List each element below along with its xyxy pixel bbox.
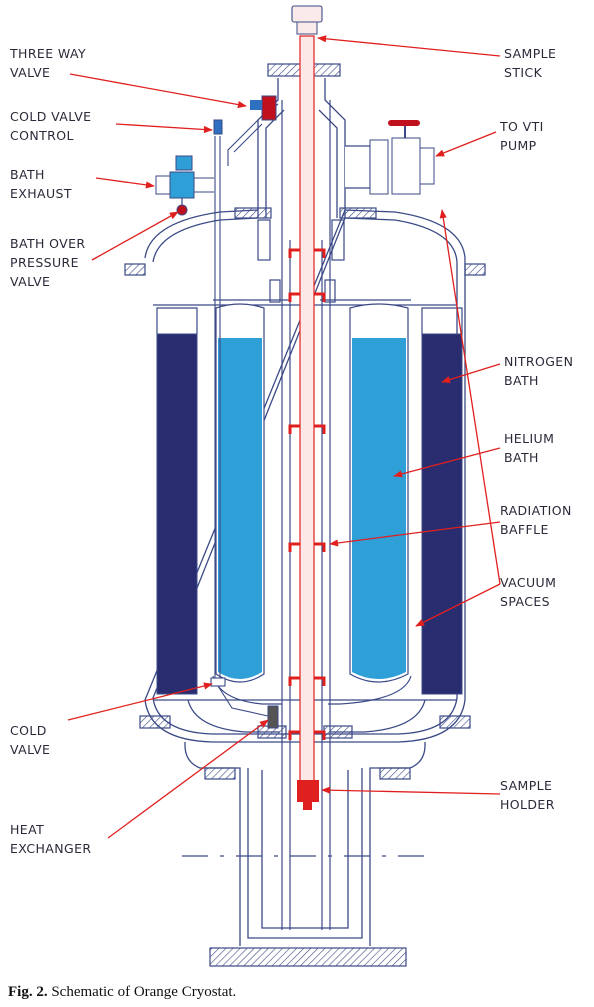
label-line: SPACES: [500, 594, 550, 609]
nitrogen-vessel-walls: [156, 307, 463, 334]
label-line: BAFFLE: [500, 522, 549, 537]
label-line: STICK: [504, 65, 543, 80]
label-line: VACUUM: [500, 575, 556, 590]
caption-text: Schematic of Orange Cryostat.: [51, 984, 237, 1000]
nitrogen-bath-right: [421, 333, 463, 695]
label-bath-over-pressure-valve: BATH OVER PRESSURE VALVE: [10, 236, 86, 289]
label-line: VALVE: [10, 274, 50, 289]
label-line: VALVE: [10, 65, 50, 80]
label-line: SAMPLE: [504, 46, 556, 61]
label-sample-stick: SAMPLE STICK: [504, 46, 556, 80]
label-line: VALVE: [10, 742, 50, 757]
vti-pump-valve: [345, 120, 435, 195]
label-line: RADIATION: [500, 503, 572, 518]
label-line: HOLDER: [500, 797, 555, 812]
label-line: COLD VALVE: [10, 109, 91, 124]
label-cold-valve-control: COLD VALVE CONTROL: [10, 109, 91, 143]
label-nitrogen-bath: NITROGEN BATH: [504, 354, 573, 388]
label-helium-bath: HELIUM BATH: [504, 431, 554, 465]
vti-tube: [281, 100, 331, 930]
label-line: PUMP: [500, 138, 537, 153]
helium-bath: [215, 303, 409, 683]
label-line: COLD: [10, 723, 47, 738]
label-line: SAMPLE: [500, 778, 552, 793]
figure-number: Fig. 2.: [8, 984, 48, 1000]
label-line: NITROGEN: [504, 354, 573, 369]
three-way-valve: [227, 95, 279, 166]
label-line: BATH: [10, 167, 45, 182]
figure-caption: Fig. 2. Schematic of Orange Cryostat.: [8, 984, 236, 1001]
label-line: BATH OVER: [10, 236, 86, 251]
label-line: CONTROL: [10, 128, 74, 143]
label-to-vti-pump: TO VTI PUMP: [499, 119, 544, 153]
label-bath-exhaust: BATH EXHAUST: [10, 167, 72, 201]
label-line: THREE WAY: [9, 46, 86, 61]
cryostat-schematic: THREE WAY VALVE COLD VALVE CONTROL BATH …: [9, 5, 573, 967]
label-line: HELIUM: [504, 431, 554, 446]
label-three-way-valve: THREE WAY VALVE: [9, 46, 86, 80]
heat-exchanger-block: [267, 705, 279, 729]
sample-holder: [297, 780, 319, 810]
label-line: BATH: [504, 373, 539, 388]
label-radiation-baffle: RADIATION BAFFLE: [500, 503, 572, 537]
nitrogen-bath-left: [156, 333, 198, 695]
label-line: HEAT: [10, 822, 44, 837]
label-sample-holder: SAMPLE HOLDER: [500, 778, 555, 812]
sample-stick-rod: [291, 5, 323, 782]
bath-exhaust-assembly: [155, 155, 214, 216]
label-line: EXHAUST: [10, 186, 72, 201]
cold-valve-line: [210, 136, 269, 717]
label-line: PRESSURE: [10, 255, 79, 270]
radiation-baffles: [288, 248, 326, 740]
cold-valve-control-knob: [213, 119, 223, 135]
pointer-arrows: [67, 35, 501, 839]
label-line: TO VTI: [499, 119, 544, 134]
label-heat-exchanger: HEAT EXCHANGER: [10, 822, 91, 856]
label-line: BATH: [504, 450, 539, 465]
label-cold-valve: COLD VALVE: [10, 723, 50, 757]
label-vacuum-spaces: VACUUM SPACES: [500, 575, 556, 609]
label-line: EXCHANGER: [10, 841, 91, 856]
